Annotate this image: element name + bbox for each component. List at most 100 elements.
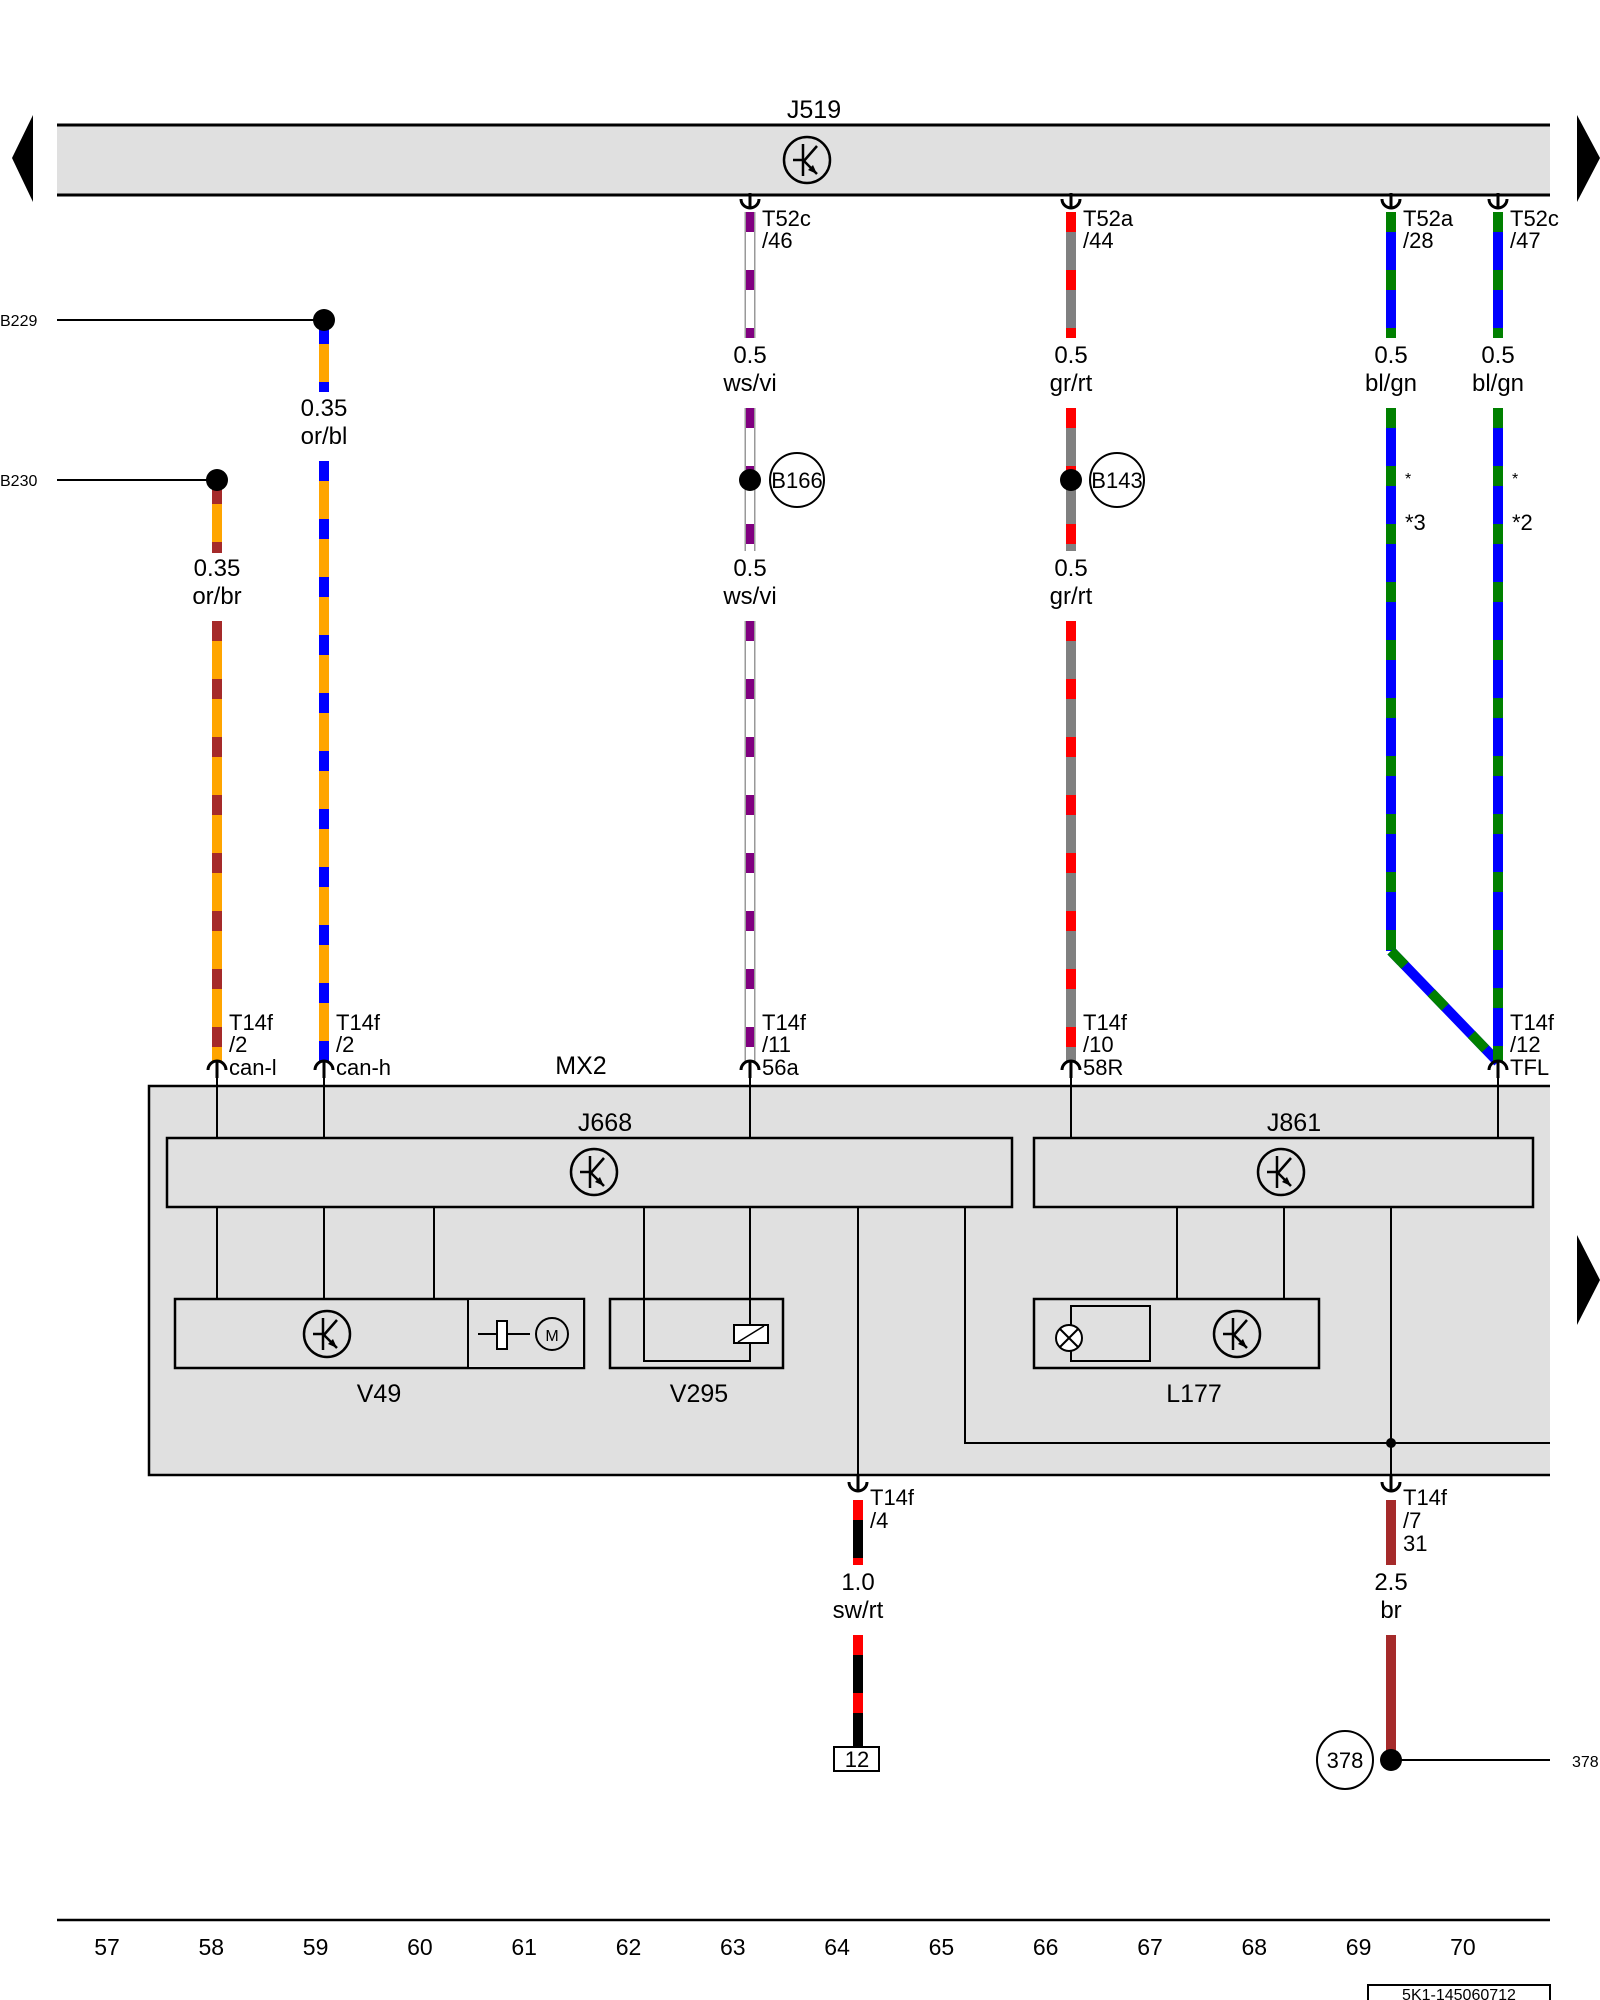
pin-number-label: /2 <box>229 1032 247 1057</box>
pin-function-label: 31 <box>1403 1531 1427 1556</box>
connector-icon <box>1060 1059 1082 1078</box>
pin-number-label: /12 <box>1510 1032 1541 1057</box>
wire-color-label: ws/vi <box>722 370 776 397</box>
pin-number-label: /28 <box>1403 228 1434 253</box>
ref-b229[interactable]: B229 <box>0 313 37 330</box>
page-next-arrow-icon[interactable] <box>1577 115 1600 202</box>
wire-color-label: gr/rt <box>1050 370 1093 397</box>
j519-label: J519 <box>787 96 841 124</box>
pin-number-label: /7 <box>1403 1508 1421 1533</box>
wire-size-label: 0.5 <box>1054 555 1087 582</box>
splice-b166-label[interactable]: B166 <box>771 468 822 493</box>
pin-connector-label: T52c <box>1510 206 1559 231</box>
connector-icon <box>1487 1059 1509 1078</box>
pin-number-label: /47 <box>1510 228 1541 253</box>
l177-control-unit-icon <box>1212 1309 1262 1359</box>
pin-function-label: 58R <box>1083 1055 1123 1080</box>
connector-icon <box>206 1059 228 1078</box>
splice-dot <box>1060 469 1082 491</box>
v49-label: V49 <box>357 1380 401 1408</box>
pin-connector-label: T14f <box>870 1485 915 1510</box>
terminal-12-label[interactable]: 12 <box>845 1747 869 1772</box>
wire-size-label: 0.35 <box>194 555 241 582</box>
pin-connector-label: T14f <box>1403 1485 1448 1510</box>
j519-control-unit-icon <box>782 135 832 185</box>
document-id: 5K1-145060712 <box>1402 1987 1516 2000</box>
footnote-marker: * <box>1512 471 1518 488</box>
connector-icon <box>313 1059 335 1078</box>
page-prev-arrow-icon[interactable] <box>12 115 33 202</box>
document-id-box <box>1367 1984 1551 2000</box>
wire-color-label: br <box>1380 1597 1401 1624</box>
wire-color-label: ws/vi <box>722 583 776 610</box>
pin-number-label: /11 <box>762 1032 791 1057</box>
column-number: 69 <box>1346 1934 1372 1960</box>
wire-color-label: gr/rt <box>1050 583 1093 610</box>
pin-connector-label: T14f <box>336 1010 381 1035</box>
pin-connector-label: T52c <box>762 206 811 231</box>
pin-function-label: 56a <box>762 1055 799 1080</box>
wire-size-label: 0.5 <box>733 555 766 582</box>
ground-ref-label[interactable]: 378 <box>1572 1754 1599 1771</box>
l177-label: L177 <box>1166 1380 1222 1408</box>
connector-icon <box>847 1476 869 1493</box>
lamp-icon <box>1055 1324 1083 1352</box>
ground-point-circle <box>1316 1730 1374 1790</box>
connector-icon <box>1380 1476 1402 1493</box>
pin-number-label: /2 <box>336 1032 354 1057</box>
column-number: 58 <box>199 1934 225 1960</box>
pin-connector-label: T14f <box>229 1010 274 1035</box>
mx2-label: MX2 <box>555 1052 606 1080</box>
wire-size-label: 0.5 <box>1481 342 1514 369</box>
wire-color-label: or/br <box>192 583 241 610</box>
ground-point-label[interactable]: 378 <box>1327 1748 1364 1773</box>
wire-size-label: 0.5 <box>733 342 766 369</box>
splice-dot <box>313 309 335 331</box>
splice-dot <box>739 469 761 491</box>
footnote-marker: * <box>1405 471 1411 488</box>
column-number: 63 <box>720 1934 746 1960</box>
wire-size-label: 0.5 <box>1374 342 1407 369</box>
column-number: 61 <box>511 1934 537 1960</box>
pin-number-label: /10 <box>1083 1032 1114 1057</box>
pin-connector-label: T52a <box>1403 206 1454 231</box>
j668-control-unit-icon <box>569 1147 619 1197</box>
wire-size-label: 0.5 <box>1054 342 1087 369</box>
column-number: 70 <box>1450 1934 1476 1960</box>
wire-segments <box>212 212 1503 1760</box>
column-number: 57 <box>94 1934 120 1960</box>
svg-text:M: M <box>545 1328 558 1345</box>
wire-color-label: sw/rt <box>833 1597 884 1624</box>
pin-number-label: /44 <box>1083 228 1114 253</box>
j668-label: J668 <box>578 1109 632 1137</box>
wire-size-label: 2.5 <box>1374 1569 1407 1596</box>
pin-connector-label: T14f <box>1083 1010 1128 1035</box>
pin-number-label: /46 <box>762 228 793 253</box>
footnote-marker: *2 <box>1512 510 1533 535</box>
terminal-12-box <box>833 1746 880 1772</box>
column-number: 60 <box>407 1934 433 1960</box>
wire-color-label: bl/gn <box>1365 370 1417 397</box>
wire-size-label: 1.0 <box>841 1569 874 1596</box>
column-number: 62 <box>616 1934 642 1960</box>
wire-segment-bl-gn[interactable] <box>1387 947 1502 1066</box>
pin-connector-label: T14f <box>762 1010 807 1035</box>
v295-label: V295 <box>670 1380 728 1408</box>
connector-icon <box>1380 193 1402 210</box>
pin-number-label: /4 <box>870 1508 888 1533</box>
pin-function-label: can-h <box>336 1055 391 1080</box>
wire-size-label: 0.35 <box>301 395 348 422</box>
splice-dot <box>206 469 228 491</box>
ref-b230[interactable]: B230 <box>0 473 37 490</box>
j861-control-unit-icon <box>1256 1147 1306 1197</box>
splice-b143-label[interactable]: B143 <box>1091 468 1142 493</box>
column-number: 66 <box>1033 1934 1059 1960</box>
junction-dot <box>1386 1438 1396 1448</box>
continue-arrow-icon[interactable] <box>1577 1235 1600 1325</box>
column-number: 68 <box>1242 1934 1268 1960</box>
pin-function-label: TFL <box>1510 1055 1549 1080</box>
j861-label: J861 <box>1267 1109 1321 1137</box>
column-number: 59 <box>303 1934 329 1960</box>
connector-icon <box>739 193 761 210</box>
